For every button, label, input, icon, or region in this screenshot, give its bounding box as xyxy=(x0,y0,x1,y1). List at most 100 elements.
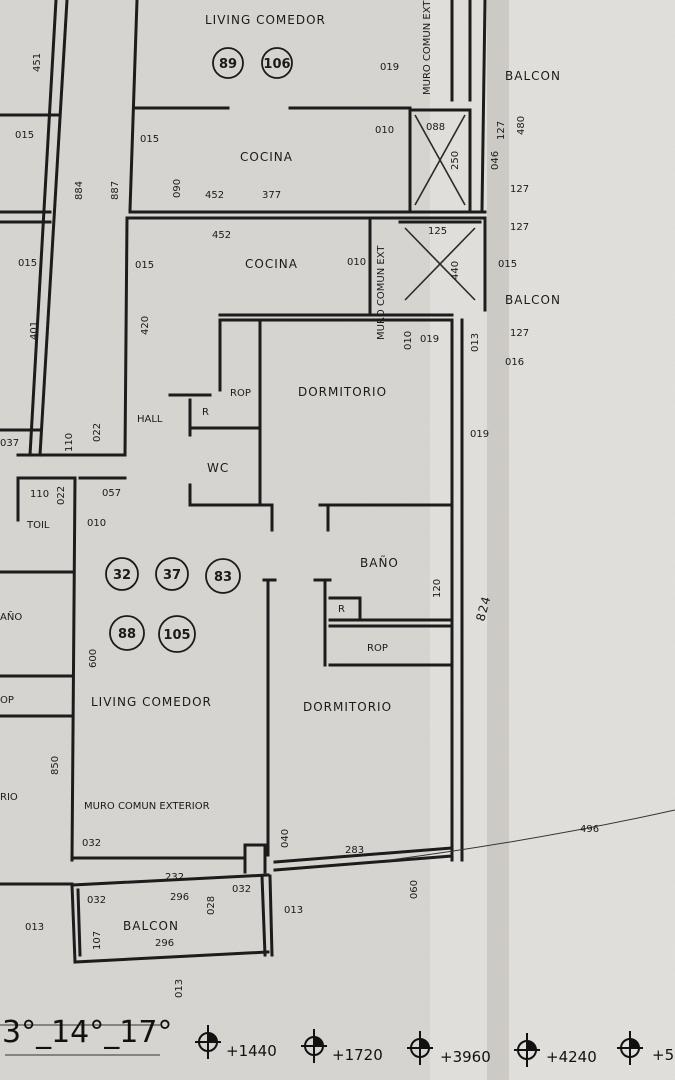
room-rop-1: ROP xyxy=(230,388,251,399)
label-muro-comun-1: MURO COMUN EXT xyxy=(422,0,433,95)
level-markers: +1440 +1720 +3960 +4240 +5 xyxy=(195,1025,674,1067)
center-strip xyxy=(487,0,509,1080)
room-rio-left: RIO xyxy=(0,792,18,803)
unit-number-circle: 32 xyxy=(113,568,131,583)
unit-circles-main: 32 37 83 88 105 xyxy=(105,557,241,653)
room-cocina-mid: COCINA xyxy=(245,257,298,271)
upper-unit-walls xyxy=(128,0,487,220)
level-marker-icon xyxy=(617,1031,643,1065)
label-muro-exterior: MURO COMUN EXTERIOR xyxy=(84,801,210,812)
dim-label: 480 xyxy=(516,116,527,135)
dim-label: 015 xyxy=(140,134,159,145)
dim-label: 022 xyxy=(92,423,103,442)
dim-label: 127 xyxy=(510,184,529,195)
room-hall: HALL xyxy=(137,414,163,425)
level-value: +5 xyxy=(652,1046,674,1064)
room-r-2: R xyxy=(338,604,345,615)
room-cocina-top: COCINA xyxy=(240,150,293,164)
room-bano: BAÑO xyxy=(360,555,399,570)
dim-label: 032 xyxy=(232,884,251,895)
floors-label: 3°_14°_17° xyxy=(2,1015,172,1050)
dim-label: 010 xyxy=(347,257,366,268)
dim-label: 013 xyxy=(470,333,481,352)
dim-label: 824 xyxy=(473,594,493,623)
dim-label: 013 xyxy=(25,922,44,933)
room-r-1: R xyxy=(202,407,209,418)
dim-label: 884 xyxy=(74,181,85,200)
dim-label: 010 xyxy=(375,125,394,136)
dim-label: 600 xyxy=(88,649,99,668)
dim-label: 451 xyxy=(32,53,43,72)
room-wc: WC xyxy=(207,461,229,475)
dim-label: 010 xyxy=(403,331,414,350)
dim-label: 013 xyxy=(284,905,303,916)
unit-number-circle: 106 xyxy=(263,57,290,72)
dim-label: 232 xyxy=(165,872,184,883)
dim-label: 015 xyxy=(15,130,34,141)
dim-label: 022 xyxy=(56,486,67,505)
dim-label: 015 xyxy=(135,260,154,271)
dim-label: 013 xyxy=(174,979,185,998)
left-unit-walls xyxy=(0,0,127,886)
dim-label: 015 xyxy=(18,258,37,269)
dim-label: 850 xyxy=(50,756,61,775)
dim-label: 452 xyxy=(205,190,224,201)
dim-label: 110 xyxy=(30,489,49,500)
room-balcon-bottom: BALCON xyxy=(123,919,179,933)
unit-number-circle: 83 xyxy=(214,570,232,585)
dim-label: 057 xyxy=(102,488,121,499)
room-toil: TOIL xyxy=(26,520,50,531)
level-marker-icon xyxy=(407,1031,433,1065)
dim-label: 046 xyxy=(490,151,501,170)
dim-label: 019 xyxy=(470,429,489,440)
dim-label: 420 xyxy=(140,316,151,335)
main-unit-walls xyxy=(70,216,487,964)
dim-label: 016 xyxy=(505,357,524,368)
level-value: +3960 xyxy=(440,1048,491,1066)
dim-label: 040 xyxy=(280,829,291,848)
dim-label: 090 xyxy=(407,880,418,899)
dimension-labels: 451 015 015 015 015 015 019 019 019 010 … xyxy=(0,53,599,998)
dim-label: 015 xyxy=(498,259,517,270)
dim-label: 019 xyxy=(380,62,399,73)
dim-label: 032 xyxy=(82,838,101,849)
dim-label: 496 xyxy=(580,824,599,835)
level-value: +4240 xyxy=(546,1048,597,1066)
level-value: +1440 xyxy=(226,1042,277,1060)
level-marker-icon xyxy=(514,1033,540,1067)
dim-label: 440 xyxy=(450,261,461,280)
dim-label: 010 xyxy=(87,518,106,529)
bottom-dimension-arc xyxy=(389,809,675,861)
dim-label: 090 xyxy=(172,179,183,198)
dim-label: 125 xyxy=(428,226,447,237)
dim-label: 377 xyxy=(262,190,281,201)
dim-label: 107 xyxy=(92,931,103,950)
level-marker-icon xyxy=(301,1029,327,1063)
room-rop-2: ROP xyxy=(367,643,388,654)
dim-label: 283 xyxy=(345,845,364,856)
room-dormitorio-1: DORMITORIO xyxy=(298,385,387,399)
dim-label: 127 xyxy=(510,222,529,233)
room-rop-left: OP xyxy=(0,695,14,706)
dim-label: 088 xyxy=(426,122,445,133)
dim-label: 250 xyxy=(450,151,461,170)
dim-label: 887 xyxy=(110,181,121,200)
unit-number-circle: 88 xyxy=(118,627,136,642)
dim-label: 296 xyxy=(155,938,174,949)
dim-label: 401 xyxy=(29,321,40,340)
level-marker-icon xyxy=(195,1025,221,1059)
unit-number-circle: 105 xyxy=(163,628,190,643)
room-living-comedor-main: LIVING COMEDOR xyxy=(91,695,212,709)
unit-number-circle: 37 xyxy=(163,568,181,583)
label-muro-comun-2: MURO COMUN EXT xyxy=(376,245,387,340)
room-bano-left: AÑO xyxy=(0,610,22,623)
dim-label: 296 xyxy=(170,892,189,903)
room-balcon-mid: BALCON xyxy=(505,293,561,307)
dim-label: 452 xyxy=(212,230,231,241)
dim-label: 120 xyxy=(432,579,443,598)
dim-label: 028 xyxy=(206,896,217,915)
dim-label: 110 xyxy=(64,433,75,452)
dim-label: 032 xyxy=(87,895,106,906)
level-value: +1720 xyxy=(332,1046,383,1064)
